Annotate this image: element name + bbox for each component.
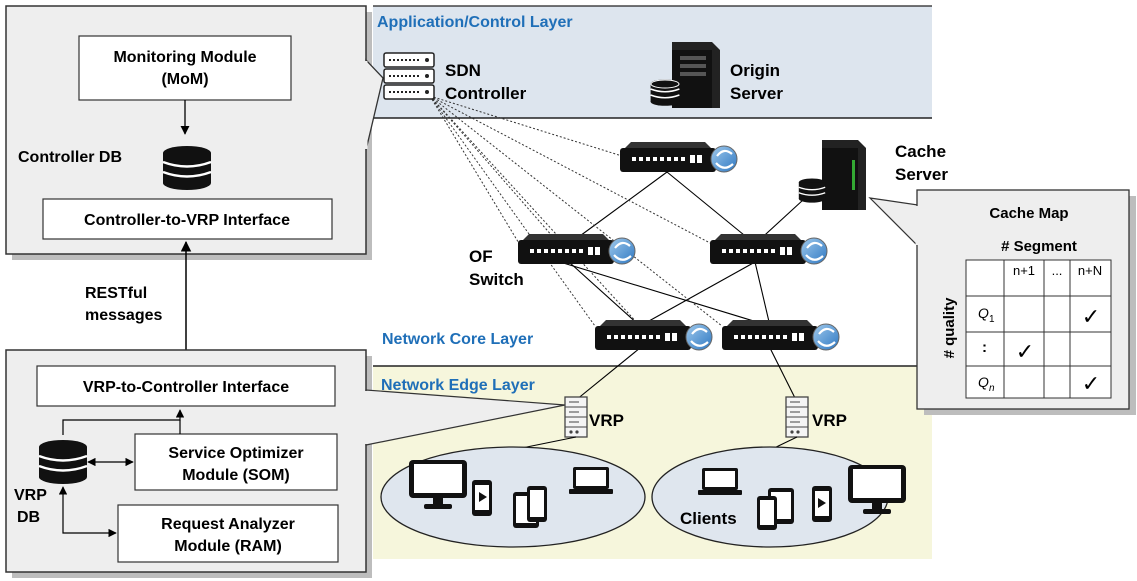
row-label-qn-sub: n — [989, 383, 995, 394]
origin-server-line1: Origin — [730, 61, 780, 80]
origin-server-line2: Server — [730, 84, 783, 103]
clients-label: Clients — [680, 509, 737, 528]
of-switch-left — [516, 232, 637, 266]
cache-server-line2: Server — [895, 165, 948, 184]
control-links — [429, 95, 723, 327]
cache-map-title: Cache Map — [989, 205, 1068, 222]
check-dots-n1: ✓ — [1016, 339, 1034, 364]
ram-line2: Module (RAM) — [174, 538, 282, 555]
sdn-controller-icon — [383, 52, 435, 100]
vrp-to-controller-interface-box — [36, 365, 336, 407]
play-icon-left — [479, 492, 487, 502]
vrp-server-left — [564, 396, 588, 438]
vrp-server-right — [785, 396, 809, 438]
controller-db-icon — [161, 144, 213, 192]
col-header-n1: n+1 — [1013, 263, 1035, 278]
ram-line1: Request Analyzer — [161, 516, 295, 533]
of-switch-core-right — [720, 318, 841, 352]
of-switch-top — [618, 140, 739, 174]
vrp-db-icon — [37, 438, 89, 486]
vrp-right-label: VRP — [812, 411, 847, 430]
som-line1: Service Optimizer — [168, 445, 303, 462]
controller-to-vrp-interface-box — [42, 198, 333, 240]
of-switch-core-left — [593, 318, 714, 352]
check-qn-nN: ✓ — [1082, 371, 1100, 396]
vrp-db-line1: VRP — [14, 487, 47, 504]
cache-map-grid — [965, 259, 1112, 399]
origin-server-icon — [649, 42, 720, 108]
vrp-panel: VRP-to-Controller Interface Service Opti… — [5, 349, 372, 578]
play-icon-right — [818, 498, 826, 508]
vrp-to-controller-interface-label: VRP-to-Controller Interface — [83, 379, 289, 396]
of-switch-right — [708, 232, 829, 266]
core-layer-label: Network Core Layer — [382, 331, 533, 348]
som-line2: Module (SOM) — [182, 467, 290, 484]
controller-panel: Monitoring Module (MoM) Controller DB Co… — [5, 5, 384, 260]
row-label-dots: : — [982, 339, 987, 356]
restful-line1: RESTful — [85, 285, 147, 302]
cache-server-icon — [798, 140, 866, 210]
quality-header: # quality — [941, 297, 958, 359]
check-q1-nN: ✓ — [1082, 304, 1100, 329]
col-header-dots: ... — [1052, 263, 1063, 278]
row-label-qn: Q — [978, 374, 989, 390]
cache-server-line1: Cache — [895, 142, 946, 161]
edge-layer-label: Network Edge Layer — [381, 377, 535, 394]
of-switch-line2: Switch — [469, 270, 524, 289]
network-links — [559, 171, 804, 401]
db-to-interface-arrow — [62, 409, 185, 435]
vrp-left-label: VRP — [589, 411, 624, 430]
controller-db-label: Controller DB — [18, 149, 122, 166]
restful-line2: messages — [85, 307, 162, 324]
monitoring-module-line1: Monitoring Module — [113, 49, 256, 66]
segment-header: # Segment — [1001, 238, 1077, 255]
controller-to-vrp-interface-label: Controller-to-VRP Interface — [84, 212, 290, 229]
application-layer-label: Application/Control Layer — [377, 14, 573, 31]
db-ram-arrow — [58, 486, 117, 538]
of-switch-line1: OF — [469, 247, 493, 266]
row-label-q1-sub: 1 — [989, 314, 995, 325]
vrp-db-line2: DB — [17, 509, 40, 526]
monitoring-module-line2: (MoM) — [161, 71, 208, 88]
sdn-controller-line2: Controller — [445, 84, 527, 103]
monitoring-module-box — [78, 35, 292, 101]
col-header-nN: n+N — [1078, 263, 1102, 278]
sdn-controller-line1: SDN — [445, 61, 481, 80]
laptop-icon-right — [698, 468, 742, 495]
row-label-q1: Q — [978, 305, 989, 321]
cache-map-callout — [868, 197, 919, 248]
ram-box — [117, 504, 339, 563]
laptop-icon-left — [569, 467, 613, 494]
som-box — [134, 433, 338, 491]
